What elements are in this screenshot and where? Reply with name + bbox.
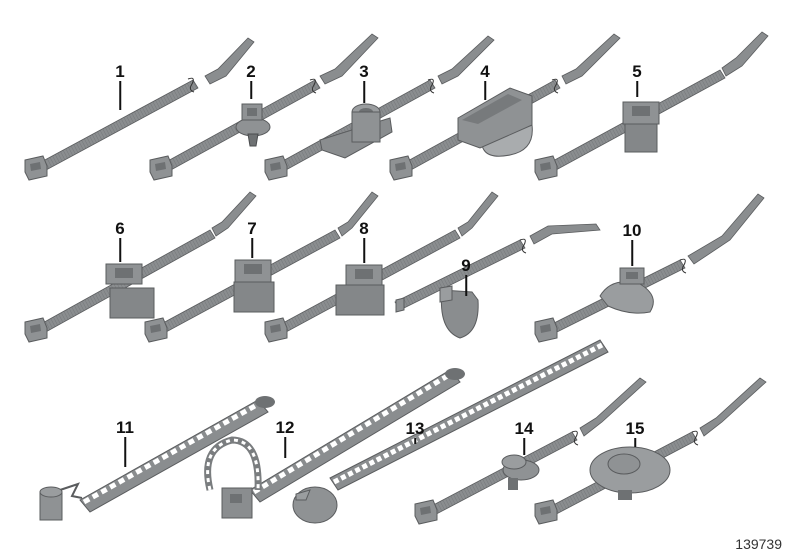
part-7-cable-tie-edge-clip-parallel[interactable] bbox=[144, 191, 379, 343]
callout-number-7[interactable]: 7 bbox=[247, 219, 257, 238]
callout-number-11[interactable]: 11 bbox=[116, 418, 134, 437]
callout-number-14[interactable]: 14 bbox=[514, 419, 534, 438]
callout-leader-line-11 bbox=[124, 437, 126, 467]
callout-leader-line-15 bbox=[634, 438, 636, 447]
callout-leader-line-6 bbox=[119, 238, 121, 262]
callout-number-13[interactable]: 13 bbox=[405, 419, 425, 438]
callout-number-6[interactable]: 6 bbox=[115, 219, 125, 238]
part-15-cable-tie-large-disc-base[interactable] bbox=[534, 377, 767, 525]
callout-number-12[interactable]: 12 bbox=[275, 418, 295, 437]
callout-leader-line-13 bbox=[414, 438, 416, 444]
callout-leader-line-10 bbox=[631, 240, 633, 266]
callout-number-10[interactable]: 10 bbox=[622, 221, 642, 240]
part-5-cable-tie-edge-clip[interactable] bbox=[534, 31, 769, 181]
part-13-ladder-strap-round-base[interactable] bbox=[292, 339, 609, 524]
part-4-cable-tie-saddle-base[interactable] bbox=[389, 33, 621, 181]
callout-number-8[interactable]: 8 bbox=[359, 219, 369, 238]
part-9-cable-tie-pipe-clip[interactable] bbox=[394, 223, 601, 339]
callout-number-2[interactable]: 2 bbox=[246, 62, 256, 81]
callout-leader-line-7 bbox=[251, 238, 253, 258]
part-6-cable-tie-edge-clip-vertical[interactable] bbox=[24, 191, 257, 343]
callout-number-5[interactable]: 5 bbox=[632, 62, 642, 81]
callout-leader-line-1 bbox=[119, 81, 121, 110]
callout-number-1[interactable]: 1 bbox=[115, 62, 125, 81]
part-8-cable-tie-edge-clip-angled[interactable] bbox=[264, 191, 499, 343]
callout-leader-line-12 bbox=[284, 437, 286, 458]
callout-leader-line-9 bbox=[465, 275, 467, 296]
part-3-cable-tie-screw-mount[interactable] bbox=[264, 35, 495, 181]
diagram-id-label: 139739 bbox=[735, 536, 782, 552]
part-1-plain-cable-tie[interactable] bbox=[24, 37, 255, 181]
part-14-cable-tie-screw-stud[interactable] bbox=[414, 377, 647, 525]
part-11-ladder-strap-bolt-mount[interactable] bbox=[39, 396, 275, 521]
callout-number-9[interactable]: 9 bbox=[461, 256, 471, 275]
callout-number-4[interactable]: 4 bbox=[480, 62, 490, 81]
callout-leader-line-2 bbox=[250, 81, 252, 99]
callout-leader-line-8 bbox=[363, 238, 365, 263]
callout-number-15[interactable]: 15 bbox=[625, 419, 645, 438]
callout-number-3[interactable]: 3 bbox=[359, 62, 369, 81]
callout-leader-line-14 bbox=[523, 438, 525, 455]
part-10-cable-tie-fir-tree-umbrella[interactable] bbox=[534, 193, 765, 343]
callout-leader-line-3 bbox=[363, 81, 365, 103]
callout-leader-line-4 bbox=[484, 81, 486, 100]
part-2-cable-tie-push-in-stud[interactable] bbox=[149, 33, 379, 181]
part-12-ladder-strap-bracket[interactable] bbox=[204, 368, 465, 519]
callout-leader-line-5 bbox=[636, 81, 638, 97]
